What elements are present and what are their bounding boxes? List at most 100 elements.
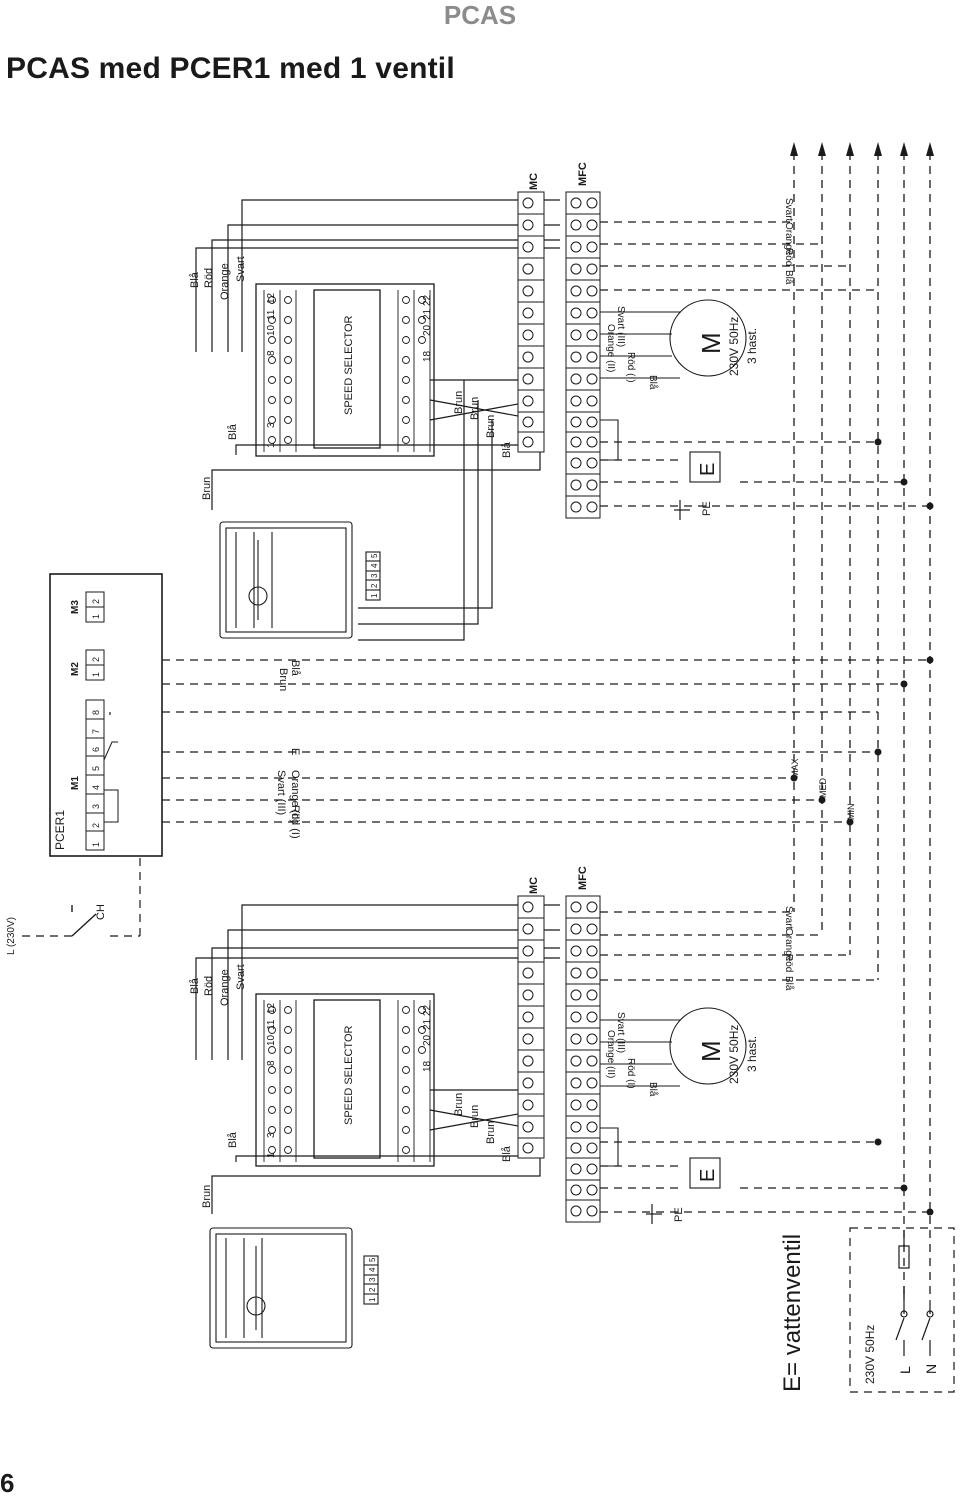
motor-speeds: 3 hast. — [745, 328, 759, 364]
m1-terminal: 3 — [91, 804, 101, 809]
selector-terminal: 12 — [266, 292, 277, 304]
wire-label-bla: Blå — [501, 1145, 513, 1162]
selector-terminal: 22 — [422, 294, 433, 306]
selector-terminal: 10 — [266, 324, 277, 336]
wire-label-brun: Brun — [453, 391, 465, 414]
wire-label-bla: Blå — [501, 441, 513, 458]
wire-label-bla: Blå — [189, 271, 201, 288]
selector-terminal: 8 — [266, 350, 277, 356]
bus-lines — [793, 152, 931, 1300]
wire-label-rod: Röd — [203, 976, 215, 996]
selector-terminal: 1 — [266, 1152, 277, 1158]
ctrl-wire-label: Orange (II) — [289, 770, 301, 823]
ctrl-wire-label: Svart (III) — [275, 770, 287, 815]
ch-switch-label: CH — [95, 904, 107, 920]
wire-label-brun: Brun — [201, 1185, 213, 1208]
wire-label-brun: Brun — [201, 477, 213, 500]
motor-symbol: M — [696, 1040, 726, 1062]
valve-symbol: E — [697, 463, 719, 476]
m1-terminal: 1 — [91, 842, 101, 847]
speed-selector-label: SPEED SELECTOR — [343, 316, 355, 415]
fan-terminal: 3 — [368, 1277, 377, 1282]
mfc-label: MFC — [577, 866, 589, 890]
wire-label-rod: Röd — [203, 268, 215, 288]
speed-selector-label: SPEED SELECTOR — [343, 1026, 355, 1125]
fan-terminal: 5 — [370, 553, 379, 558]
l-230v-label: L (230V) — [6, 917, 17, 955]
selector-terminal: 11 — [266, 1019, 277, 1030]
bus-label-min: MIN — [846, 804, 856, 821]
m2-terminal: 2 — [91, 657, 101, 662]
valve-symbol: E — [697, 1169, 719, 1182]
bus-wire-label: Röd — [783, 248, 794, 266]
wire-label-bla: Blå — [227, 1131, 239, 1148]
wire-label-brun: Brun — [469, 1105, 481, 1128]
motor-spec: 230V 50Hz — [727, 317, 741, 376]
legend-text: E= vattenventil — [779, 1234, 806, 1392]
supply-voltage: 230V 50Hz — [863, 1325, 877, 1384]
wire-label-orange: Orange — [219, 969, 231, 1006]
selector-terminal: 20 — [422, 1034, 433, 1046]
motor-wire-label: Orange (II) — [605, 1030, 616, 1078]
selector-terminal: 3 — [266, 1132, 277, 1138]
mc-label: MC — [528, 877, 540, 894]
motor-spec: 230V 50Hz — [727, 1025, 741, 1084]
bus-wire-label: Svart — [783, 198, 794, 222]
selector-terminal: 18 — [422, 1060, 433, 1072]
junction-dots — [790, 438, 934, 1216]
pe-label: PE — [673, 1207, 685, 1222]
lower-unit: SPEED SELECTOR 1 3 8 10 11 12 18 20 21 2… — [189, 866, 930, 1349]
pcer1-label: PCER1 — [53, 810, 67, 850]
wire-label-brun: Brun — [485, 1121, 497, 1144]
power-supply: 230V 50Hz L N — [849, 1227, 955, 1393]
bus-wire-label: Blå — [783, 976, 795, 991]
supply-n: N — [923, 1364, 939, 1374]
m2-terminal: 1 — [91, 672, 101, 677]
bus-wire-label: Blå — [783, 270, 795, 285]
motor-wire-label: Orange (II) — [605, 324, 616, 372]
selector-terminal: 1 — [266, 442, 277, 448]
selector-terminal: 20 — [422, 324, 433, 336]
fan-terminal: 4 — [368, 1267, 377, 1272]
fan-terminal: 2 — [368, 1287, 377, 1292]
ch-switch — [71, 905, 97, 937]
selector-terminal: 21 — [422, 308, 433, 320]
fan-terminal: 2 — [370, 583, 379, 588]
upper-unit: SPEED SELECTOR 1 3 8 10 11 12 18 20 21 2… — [189, 162, 930, 641]
selector-terminal: 22 — [422, 1004, 433, 1016]
selector-terminal: 3 — [266, 422, 277, 428]
supply-l: L — [897, 1366, 913, 1374]
fan-terminal: 1 — [368, 1297, 377, 1302]
header-brand: PCAS — [443, 0, 517, 30]
page-number: 6 — [0, 1468, 15, 1498]
bus-wire-label: Orange — [783, 928, 794, 962]
motor-symbol: M — [696, 332, 726, 354]
m3-terminal: 2 — [91, 599, 101, 604]
fan-terminal: 4 — [370, 563, 379, 568]
selector-terminal: 11 — [266, 309, 277, 320]
wire-label-svart: Svart — [235, 964, 247, 990]
selector-terminal: 12 — [266, 1002, 277, 1014]
selector-terminal: 8 — [266, 1060, 277, 1066]
motor-wire-label: Blå — [647, 375, 659, 390]
m1-terminal: 6 — [91, 747, 101, 752]
m1-terminal: 2 — [91, 823, 101, 828]
m1-terminal: 8 — [91, 710, 101, 715]
bus-label-med: MED — [818, 778, 828, 799]
wire-label-brun: Brun — [469, 397, 481, 420]
bus-wire-label: Röd — [783, 954, 794, 972]
motor-wire-label: Svart (III) — [615, 1012, 626, 1053]
wire-label-bla: Blå — [189, 977, 201, 994]
motor-wire-label: Röd (I) — [625, 352, 636, 383]
pcer1-controller: PCER1 M1 M2 M3 1 2 3 4 5 6 7 8 1 2 1 2 R… — [6, 573, 301, 955]
mc-label: MC — [528, 173, 540, 190]
m1-terminal: 4 — [91, 785, 101, 790]
ctrl-wire-label: Brun — [277, 668, 289, 691]
m1-label: M1 — [70, 776, 81, 790]
motor-wire-label: Röd (I) — [625, 1058, 636, 1089]
m3-terminal: 1 — [91, 614, 101, 619]
motor-wire-label: Blå — [647, 1082, 659, 1097]
wire-label-svart: Svart — [235, 256, 247, 282]
mfc-label: MFC — [577, 162, 589, 186]
